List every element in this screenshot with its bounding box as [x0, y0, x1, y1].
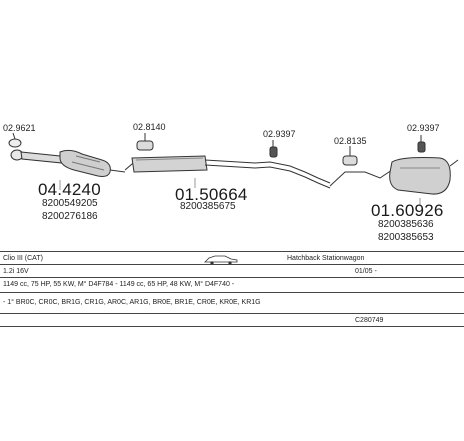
table-divider: [0, 292, 464, 293]
model-label: Clio III (CAT): [3, 255, 43, 262]
part-code-label: 02.8135: [334, 136, 367, 146]
table-divider: [0, 264, 464, 265]
gasket-part: [8, 132, 22, 148]
chassis-codes-label: - 1° BR0C, CR0C, BR1G, CR1G, AR0C, AR1G,…: [3, 299, 261, 306]
part-code-label: 02.8140: [133, 122, 166, 132]
part-code-label: 02.9621: [3, 123, 36, 133]
table-divider: [0, 251, 464, 252]
date-label: 01/05 -: [355, 268, 377, 275]
car-silhouette-icon: [204, 255, 238, 265]
clamp-part: [136, 133, 154, 151]
engine-label: 1.2i 16V: [3, 268, 29, 275]
centre-silencer: [131, 155, 331, 189]
engine-spec-label: 1149 cc, 75 HP, 55 KW, M° D4F784 - 1149 …: [3, 281, 235, 288]
table-divider: [0, 313, 464, 314]
part-code-label: 02.9397: [263, 129, 296, 139]
part-code-label: 02.9397: [407, 123, 440, 133]
exhaust-system-diagram: [8, 132, 459, 205]
catalog-code-label: C280749: [355, 317, 384, 324]
rubber-hanger-part: [269, 140, 278, 158]
oem-number-label: 8200385636: [378, 219, 434, 230]
table-divider: [0, 326, 464, 327]
part-number-label: 01.50664: [175, 185, 248, 204]
body-type-label: Hatchback Stationwagon: [287, 255, 365, 262]
oem-number-label: 8200385653: [378, 232, 434, 243]
table-divider: [0, 277, 464, 278]
clamp-part: [342, 146, 358, 166]
rubber-hanger-part: [417, 135, 426, 153]
oem-number-label: 8200385675: [180, 201, 236, 212]
rear-silencer: [329, 157, 459, 195]
oem-number-label: 8200549205: [42, 198, 98, 209]
part-number-label: 01.60926: [371, 201, 444, 220]
part-number-label: 04.4240: [38, 180, 101, 199]
catalytic-converter: [59, 149, 126, 177]
oem-number-label: 8200276186: [42, 211, 98, 222]
front-flange-pipe: [10, 149, 63, 164]
